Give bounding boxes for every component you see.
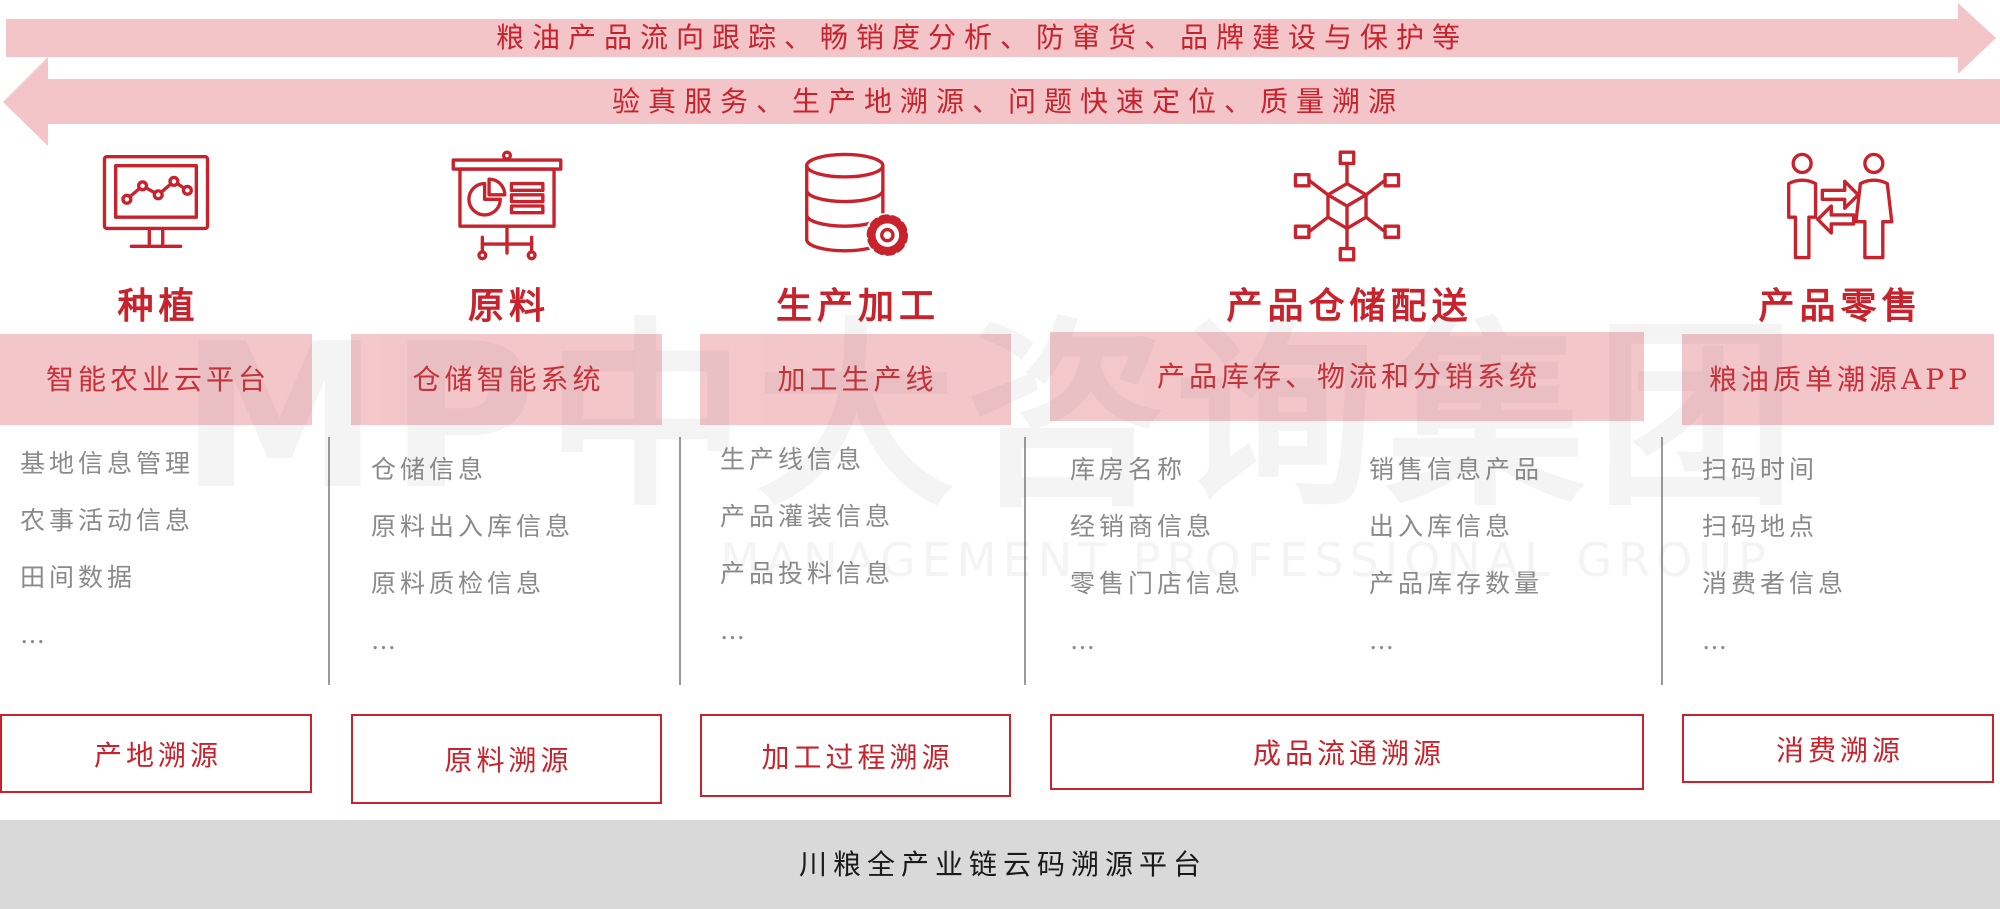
monitor-chart-icon <box>100 150 212 262</box>
column-divider <box>1661 437 1663 685</box>
list-item: … <box>20 620 49 649</box>
column-retail: 产品零售 粮油质单潮源APP 扫码时间 扫码地点 消费者信息 … 消费溯源 <box>1682 0 1994 820</box>
column-divider <box>328 437 330 685</box>
info-list-right: 销售信息产品 出入库信息 产品库存数量 … <box>1369 441 1543 669</box>
network-cube-icon <box>1291 150 1403 262</box>
column-storage-distribution: 产品仓储配送 产品库存、物流和分销系统 库房名称 经销商信息 零售门店信息 … … <box>1050 0 1644 820</box>
list-item: 经销商信息 <box>1070 512 1216 541</box>
list-item: … <box>1702 626 1731 655</box>
info-list: 扫码时间 扫码地点 消费者信息 … <box>1702 441 1847 669</box>
column-planting: 种植 智能农业云平台 基地信息管理 农事活动信息 田间数据 … 产地溯源 <box>0 0 312 820</box>
list-item: 产品库存数量 <box>1369 569 1544 598</box>
forward-arrow <box>6 3 1996 74</box>
list-item: 销售信息产品 <box>1369 455 1544 484</box>
system-box: 智能农业云平台 <box>0 334 312 425</box>
info-list: 生产线信息 产品灌装信息 产品投料信息 … <box>720 431 894 659</box>
list-item: 产品灌装信息 <box>720 502 895 531</box>
list-item: 消费者信息 <box>1702 569 1848 598</box>
column-title: 产品零售 <box>1758 285 1923 327</box>
column-raw-material: 原料 仓储智能系统 仓储信息 原料出入库信息 原料质检信息 … 原料溯源 <box>351 0 662 820</box>
list-item: 扫码地点 <box>1702 512 1819 541</box>
column-title: 种植 <box>117 285 200 327</box>
list-item: 仓储信息 <box>371 455 488 484</box>
platform-bar: 川粮全产业链云码溯源平台 <box>0 820 2000 909</box>
people-exchange-icon <box>1782 150 1894 262</box>
backward-arrow <box>3 57 2000 146</box>
column-processing: 生产加工 加工生产线 生产线信息 产品灌装信息 产品投料信息 … 加工过程溯源 <box>700 0 1011 820</box>
system-box: 粮油质单潮源APP <box>1682 334 1994 425</box>
trace-box: 成品流通溯源 <box>1050 714 1644 790</box>
column-divider <box>1024 437 1026 685</box>
list-item: 生产线信息 <box>720 445 866 474</box>
system-box: 加工生产线 <box>700 334 1011 425</box>
system-box: 仓储智能系统 <box>351 334 662 425</box>
column-title: 产品仓储配送 <box>1226 285 1473 327</box>
flow-arrows <box>3 3 2000 146</box>
backward-arrow-label: 验真服务、生产地溯源、问题快速定位、质量溯源 <box>611 85 1404 118</box>
list-item: 田间数据 <box>20 563 137 592</box>
list-item: … <box>720 616 749 645</box>
info-list: 基地信息管理 农事活动信息 田间数据 … <box>20 435 194 663</box>
list-item: 库房名称 <box>1070 455 1187 484</box>
presentation-board-icon <box>451 150 563 262</box>
info-list-left: 库房名称 经销商信息 零售门店信息 … <box>1070 441 1244 669</box>
column-divider <box>679 437 681 685</box>
list-item: 农事活动信息 <box>20 506 195 535</box>
trace-box: 原料溯源 <box>351 714 662 804</box>
forward-arrow-label: 粮油产品流向跟踪、畅销度分析、防窜货、品牌建设与保护等 <box>495 21 1468 54</box>
list-item: … <box>371 626 400 655</box>
trace-box: 消费溯源 <box>1682 714 1994 783</box>
list-item: 基地信息管理 <box>20 449 195 478</box>
info-list: 仓储信息 原料出入库信息 原料质检信息 … <box>371 441 574 669</box>
column-title: 原料 <box>467 285 550 327</box>
list-item: … <box>1070 626 1099 655</box>
list-item: 原料质检信息 <box>371 569 546 598</box>
trace-box: 产地溯源 <box>0 714 312 793</box>
list-item: … <box>1369 626 1398 655</box>
list-item: 零售门店信息 <box>1070 569 1245 598</box>
list-item: 产品投料信息 <box>720 559 895 588</box>
trace-box: 加工过程溯源 <box>700 714 1011 797</box>
column-title: 生产加工 <box>775 285 940 327</box>
list-item: 原料出入库信息 <box>371 512 575 541</box>
database-gear-icon <box>800 150 912 262</box>
list-item: 扫码时间 <box>1702 455 1819 484</box>
system-box: 产品库存、物流和分销系统 <box>1050 332 1644 421</box>
list-item: 出入库信息 <box>1369 512 1515 541</box>
